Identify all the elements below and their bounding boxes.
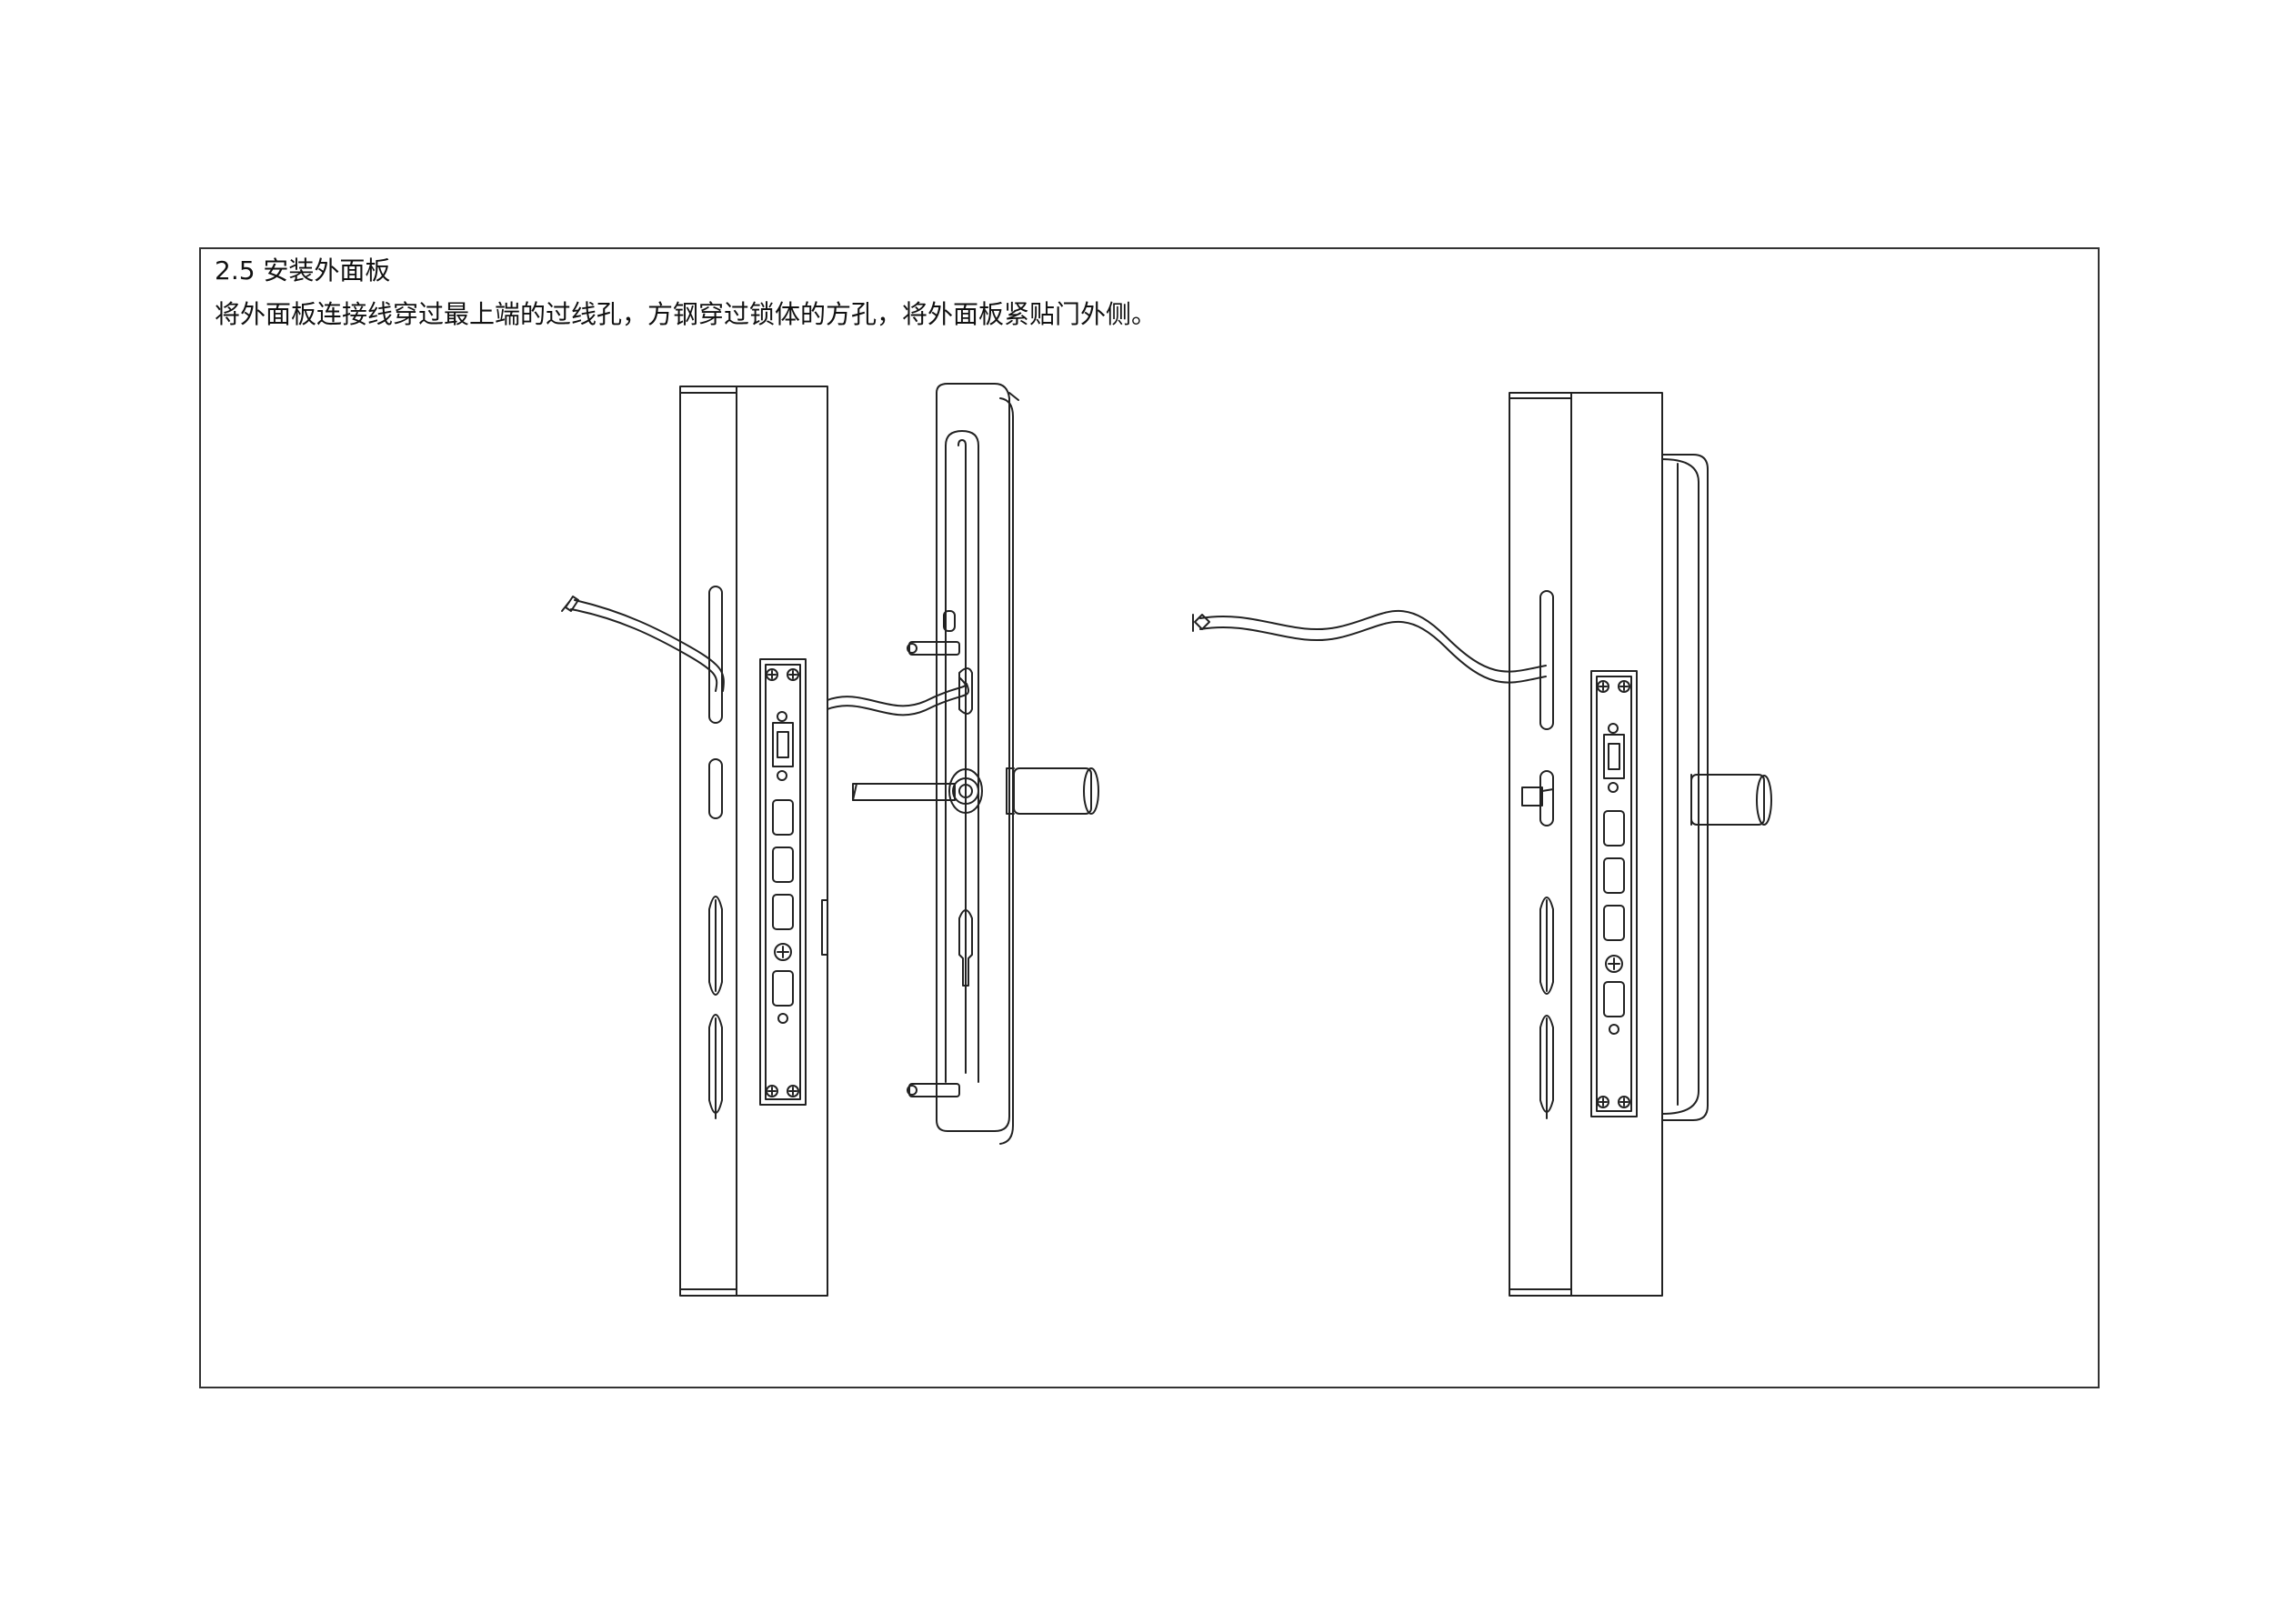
- instruction-frame: [199, 247, 2100, 1388]
- instruction-text: 将外面板连接线穿过最上端的过线孔，方钢穿过锁体的方孔，将外面板紧贴门外侧。: [215, 299, 1158, 329]
- connecting-cable-left: [562, 596, 968, 715]
- door-slab-right: [1509, 393, 1662, 1296]
- outer-panel-right: [1662, 455, 1771, 1120]
- lock-faceplate-left: [760, 659, 806, 1105]
- door-slab-left: [680, 386, 827, 1296]
- outer-panel-left: [853, 384, 1098, 1144]
- lock-faceplate-right: [1591, 671, 1637, 1117]
- connecting-cable-right: [1193, 611, 1546, 683]
- section-heading: 2.5 安装外面板: [215, 255, 391, 286]
- outer-panel-mounted-on-door-icon: [1193, 393, 1771, 1296]
- door-edge-with-lock-and-outer-panel-icon: [562, 384, 1098, 1296]
